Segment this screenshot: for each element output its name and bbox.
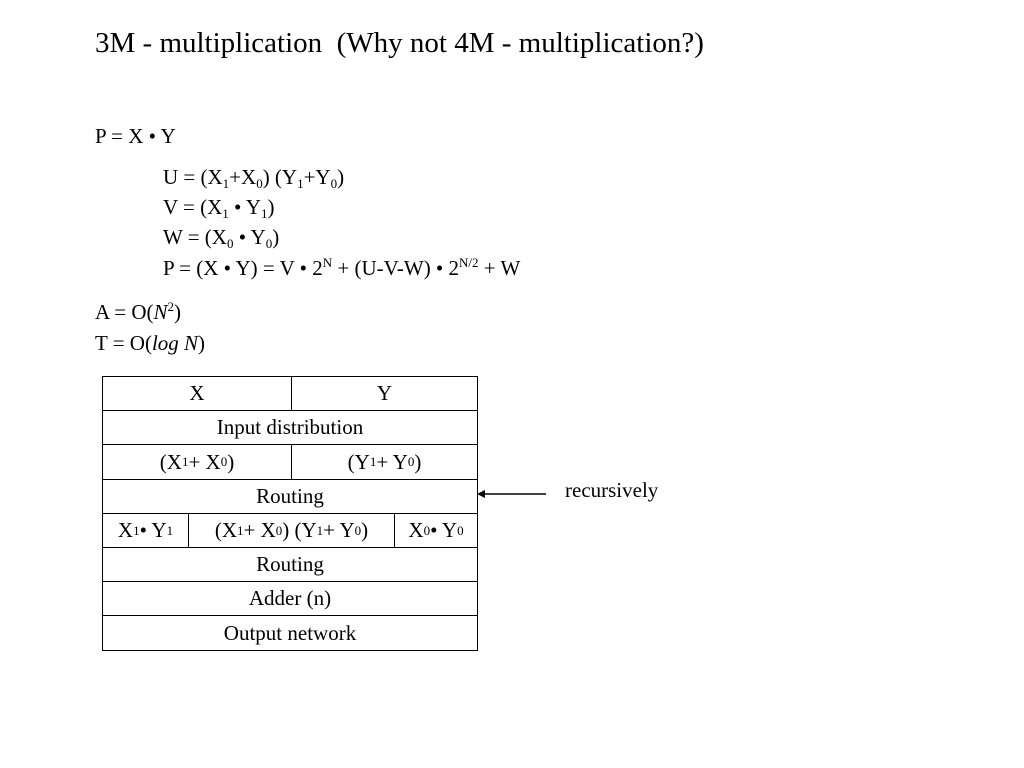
adder-n-row: Adder (n) bbox=[103, 582, 477, 616]
equation-u: U = (X1+X0) (Y1+Y0) bbox=[163, 165, 345, 191]
slide-title: 3M - multiplication (Why not 4M - multip… bbox=[95, 27, 704, 59]
recursively-label: recursively bbox=[565, 478, 659, 502]
time-complexity: T = O(log N) bbox=[95, 331, 206, 355]
routing-cell-1: Routing bbox=[256, 484, 324, 508]
equation-v: V = (X1 • Y1) bbox=[163, 195, 275, 221]
adder-n-cell: Adder (n) bbox=[248, 586, 332, 610]
input-row: X Y bbox=[103, 377, 477, 411]
output-network-cell: Output network bbox=[223, 620, 357, 645]
routing-row-2: Routing bbox=[103, 548, 477, 582]
input-distribution-cell: Input distribution bbox=[216, 415, 364, 439]
output-network-row: Output network bbox=[103, 616, 477, 650]
equation-p: P = (X • Y) = V • 2N + (U-V-W) • 2N/2 + … bbox=[163, 255, 521, 280]
routing-cell-2: Routing bbox=[256, 552, 324, 576]
equation-w: W = (X0 • Y0) bbox=[163, 225, 280, 251]
input-y-cell: Y bbox=[291, 377, 477, 410]
input-x-cell: X bbox=[189, 381, 205, 405]
area-complexity: A = O(N2) bbox=[95, 299, 182, 324]
product-definition: P = X • Y bbox=[95, 124, 176, 148]
routing-row-1: Routing bbox=[103, 480, 477, 514]
input-distribution-row: Input distribution bbox=[103, 411, 477, 445]
recursion-arrow-icon bbox=[477, 490, 546, 498]
